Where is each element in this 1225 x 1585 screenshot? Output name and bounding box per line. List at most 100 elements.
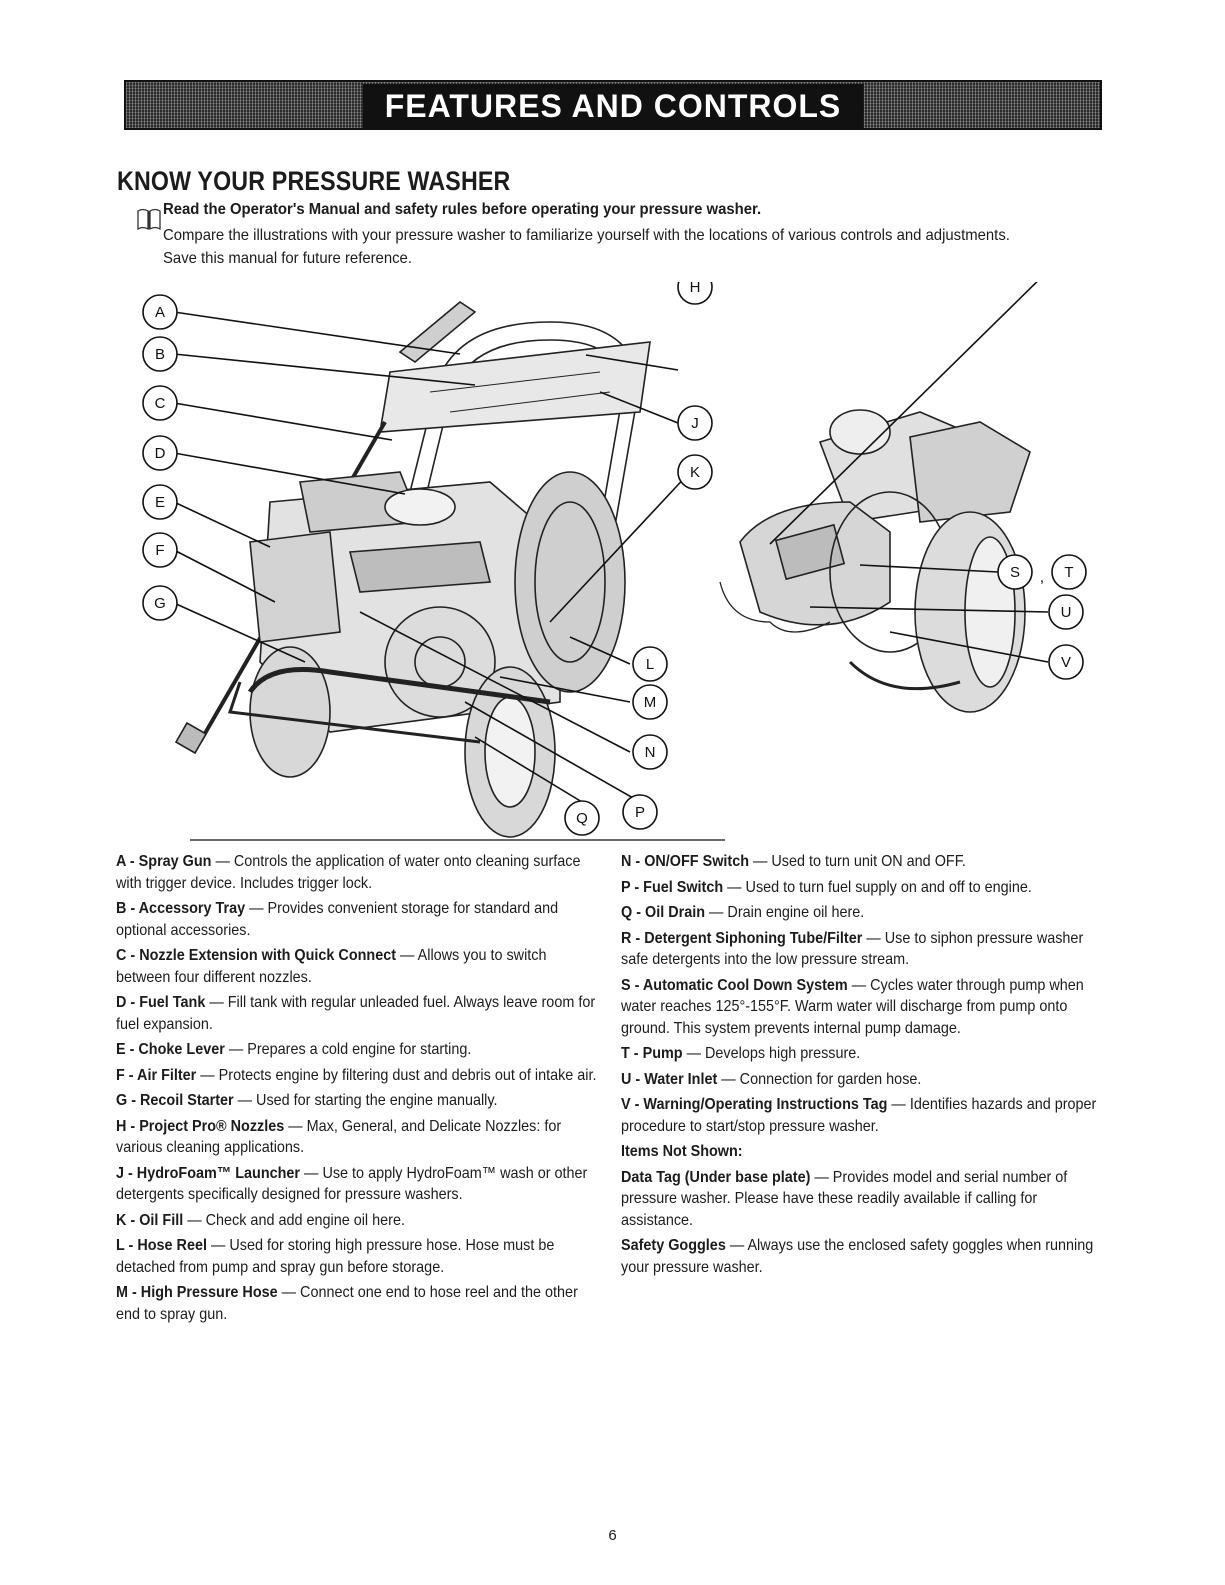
callout-t: T	[1064, 564, 1073, 581]
feature-desc: — Protects engine by filtering dust and …	[200, 1066, 597, 1084]
feature-key: M - High Pressure Hose	[116, 1284, 278, 1301]
feature-desc: — Provides convenient storage for standa…	[116, 900, 559, 939]
callout-a: A	[155, 304, 165, 321]
feature-desc: — Always use the enclosed safety goggles…	[621, 1237, 1094, 1276]
callout-l: L	[646, 656, 654, 673]
feature-key: B - Accessory Tray	[116, 900, 246, 917]
feature-item-q: Q - Oil Drain — Drain engine oil here.	[621, 902, 1107, 924]
callout-m: M	[644, 694, 657, 711]
feature-desc: — Identifies hazards and proper procedur…	[621, 1096, 1097, 1135]
feature-desc: — Develops high pressure.	[686, 1045, 861, 1062]
feature-key: J - HydroFoam™ Launcher	[116, 1164, 301, 1182]
feature-item-h: H - Project Pro® Nozzles — Max, General,…	[116, 1116, 602, 1159]
feature-item-v: V - Warning/Operating Instructions Tag —…	[621, 1094, 1107, 1137]
feature-key: Q - Oil Drain	[621, 904, 706, 921]
feature-desc: — Check and add engine oil here.	[187, 1211, 405, 1229]
callout-u: U	[1061, 604, 1072, 621]
feature-desc: — Used for storing high pressure hose. H…	[116, 1237, 555, 1276]
feature-key: E - Choke Lever	[116, 1041, 225, 1058]
feature-desc: — Connect one end to hose reel and the o…	[116, 1284, 578, 1323]
feature-item-l: L - Hose Reel — Used for storing high pr…	[116, 1235, 602, 1278]
feature-item-g: G - Recoil Starter — Used for starting t…	[116, 1090, 602, 1112]
feature-item-m: M - High Pressure Hose — Connect one end…	[116, 1282, 602, 1325]
feature-key: L - Hose Reel	[116, 1237, 207, 1254]
feature-item-f: F - Air Filter — Protects engine by filt…	[116, 1065, 602, 1087]
feature-item-e: E - Choke Lever — Prepares a cold engine…	[116, 1039, 602, 1061]
feature-key: C - Nozzle Extension with Quick Connect	[116, 947, 397, 964]
page-number: 6	[608, 1527, 617, 1544]
feature-desc: — Use to apply HydroFoam™ wash or other …	[116, 1164, 588, 1204]
feature-desc: — Used for starting the engine manually.	[237, 1092, 498, 1109]
feature-item-p: P - Fuel Switch — Used to turn fuel supp…	[621, 877, 1107, 899]
feature-item-b: B - Accessory Tray — Provides convenient…	[116, 898, 602, 941]
not-shown-item-data-tag: Data Tag (Under base plate) — Provides m…	[621, 1167, 1107, 1232]
callout-q: Q	[576, 810, 588, 827]
feature-desc: — Cycles water through pump when water r…	[621, 976, 1084, 1037]
feature-item-j: J - HydroFoam™ Launcher — Use to apply H…	[116, 1163, 602, 1206]
callout-s: S	[1010, 564, 1020, 581]
callout-separator: ,	[1040, 569, 1044, 586]
book-icon	[137, 208, 161, 231]
feature-key: R - Detergent Siphoning Tube/Filter	[621, 929, 863, 947]
pump-detail-illustration	[719, 409, 1031, 713]
feature-desc: — Use to siphon pressure washer safe det…	[621, 929, 1084, 969]
feature-key: Data Tag (Under base plate)	[621, 1168, 811, 1186]
feature-item-t: T - Pump — Develops high pressure.	[621, 1043, 1107, 1065]
feature-item-k: K - Oil Fill — Check and add engine oil …	[116, 1210, 602, 1232]
feature-desc: — Used to turn unit ON and OFF.	[753, 853, 966, 870]
feature-key: K - Oil Fill	[116, 1211, 184, 1229]
callout-h: H	[690, 282, 701, 296]
pressure-washer-diagram: A B C D E F G H J K L M N P Q R S , T U …	[142, 282, 1087, 841]
callout-d: D	[155, 445, 166, 462]
callout-b: B	[155, 346, 165, 363]
feature-desc: — Fill tank with regular unleaded fuel. …	[116, 994, 596, 1033]
feature-item-a: A - Spray Gun — Controls the application…	[116, 851, 602, 894]
items-not-shown-heading: Items Not Shown:	[621, 1141, 1107, 1163]
feature-desc: — Allows you to switch between four diff…	[116, 947, 547, 986]
intro-warning: Read the Operator's Manual and safety ru…	[163, 201, 762, 218]
feature-desc: — Controls the application of water onto…	[116, 853, 581, 892]
feature-item-u: U - Water Inlet — Connection for garden …	[621, 1069, 1107, 1091]
callout-c: C	[155, 395, 166, 412]
feature-item-n: N - ON/OFF Switch — Used to turn unit ON…	[621, 851, 1107, 873]
left-feature-list: A - Spray Gun — Controls the application…	[116, 851, 606, 1329]
feature-desc: — Max, General, and Delicate Nozzles: fo…	[116, 1117, 562, 1157]
callout-k: K	[690, 464, 700, 481]
feature-key: P - Fuel Switch	[621, 878, 724, 896]
callout-g: G	[154, 595, 166, 612]
feature-key: D - Fuel Tank	[116, 994, 206, 1011]
right-feature-list: N - ON/OFF Switch — Used to turn unit ON…	[621, 851, 1111, 1282]
intro-text: Compare the illustrations with your pres…	[163, 227, 1010, 267]
feature-desc: — Connection for garden hose.	[721, 1070, 922, 1088]
feature-desc: — Prepares a cold engine for starting.	[228, 1041, 472, 1058]
feature-key: T - Pump	[621, 1045, 683, 1062]
callout-f: F	[155, 542, 164, 559]
feature-desc: — Provides model and serial number of pr…	[621, 1168, 1068, 1229]
feature-desc: — Drain engine oil here.	[709, 904, 865, 921]
feature-key: Safety Goggles	[621, 1237, 726, 1254]
callout-j: J	[691, 415, 699, 432]
callout-e: E	[155, 494, 165, 511]
items-not-shown-heading-text: Items Not Shown:	[621, 1143, 743, 1160]
section-title: KNOW YOUR PRESSURE WASHER	[117, 166, 511, 196]
feature-item-c: C - Nozzle Extension with Quick Connect …	[116, 945, 602, 988]
not-shown-item-safety-goggles: Safety Goggles — Always use the enclosed…	[621, 1235, 1107, 1278]
feature-key: H - Project Pro® Nozzles	[116, 1117, 285, 1135]
feature-key: V - Warning/Operating Instructions Tag	[621, 1096, 888, 1113]
feature-item-d: D - Fuel Tank — Fill tank with regular u…	[116, 992, 602, 1035]
feature-key: G - Recoil Starter	[116, 1092, 234, 1109]
header-banner: FEATURES AND CONTROLS	[124, 80, 1102, 130]
pressure-washer-front-illustration	[174, 301, 651, 838]
feature-key: F - Air Filter	[116, 1066, 197, 1084]
feature-key: U - Water Inlet	[621, 1070, 718, 1088]
feature-item-r: R - Detergent Siphoning Tube/Filter — Us…	[621, 928, 1107, 971]
feature-key: A - Spray Gun	[116, 853, 212, 870]
callout-v: V	[1061, 654, 1071, 671]
page-header-title: FEATURES AND CONTROLS	[362, 84, 864, 128]
feature-key: S - Automatic Cool Down System	[621, 976, 848, 994]
feature-item-s: S - Automatic Cool Down System — Cycles …	[621, 975, 1107, 1040]
feature-desc: — Used to turn fuel supply on and off to…	[727, 878, 1032, 896]
feature-key: N - ON/OFF Switch	[621, 853, 749, 870]
callout-p: P	[635, 804, 645, 821]
callout-n: N	[645, 744, 656, 761]
